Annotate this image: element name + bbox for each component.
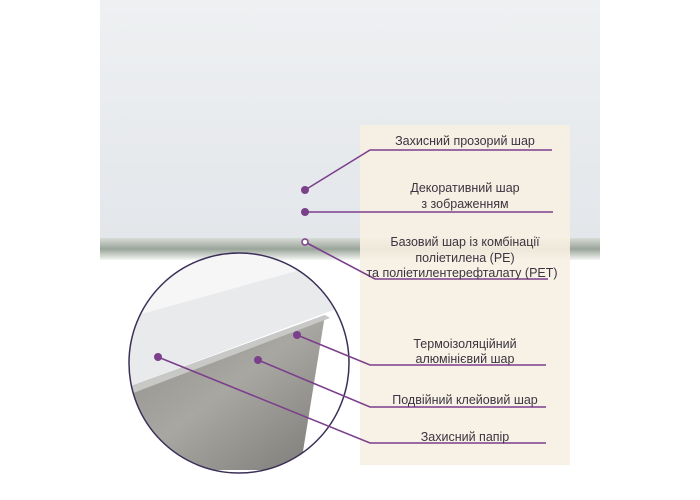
label-thermal-layer-1: Термоізоляційний (413, 337, 516, 351)
marker-dot (154, 353, 162, 361)
label-base-layer-2: поліетилена (PE) (415, 251, 514, 265)
label-base-layer-3: та поліетилентерефталату (PET) (366, 266, 557, 280)
magnifier-circle (128, 252, 350, 474)
label-box (360, 125, 570, 465)
marker-ring (301, 238, 309, 246)
marker-dot (254, 356, 262, 364)
label-adhesive-layer: Подвійний клейовий шар (392, 393, 538, 407)
label-decorative-layer-2: з зображенням (421, 197, 508, 211)
label-protective-paper: Захисний папір (421, 430, 510, 444)
marker-dot (301, 186, 309, 194)
label-base-layer-1: Базовий шар із комбінації (390, 235, 540, 249)
marker-dot (301, 208, 309, 216)
label-thermal-layer-2: алюмінієвий шар (416, 352, 515, 366)
label-protective-clear-layer: Захисний прозорий шар (395, 134, 535, 148)
leader-lines (157, 149, 553, 444)
label-decorative-layer-1: Декоративний шар (410, 181, 519, 195)
marker-dot (293, 331, 301, 339)
